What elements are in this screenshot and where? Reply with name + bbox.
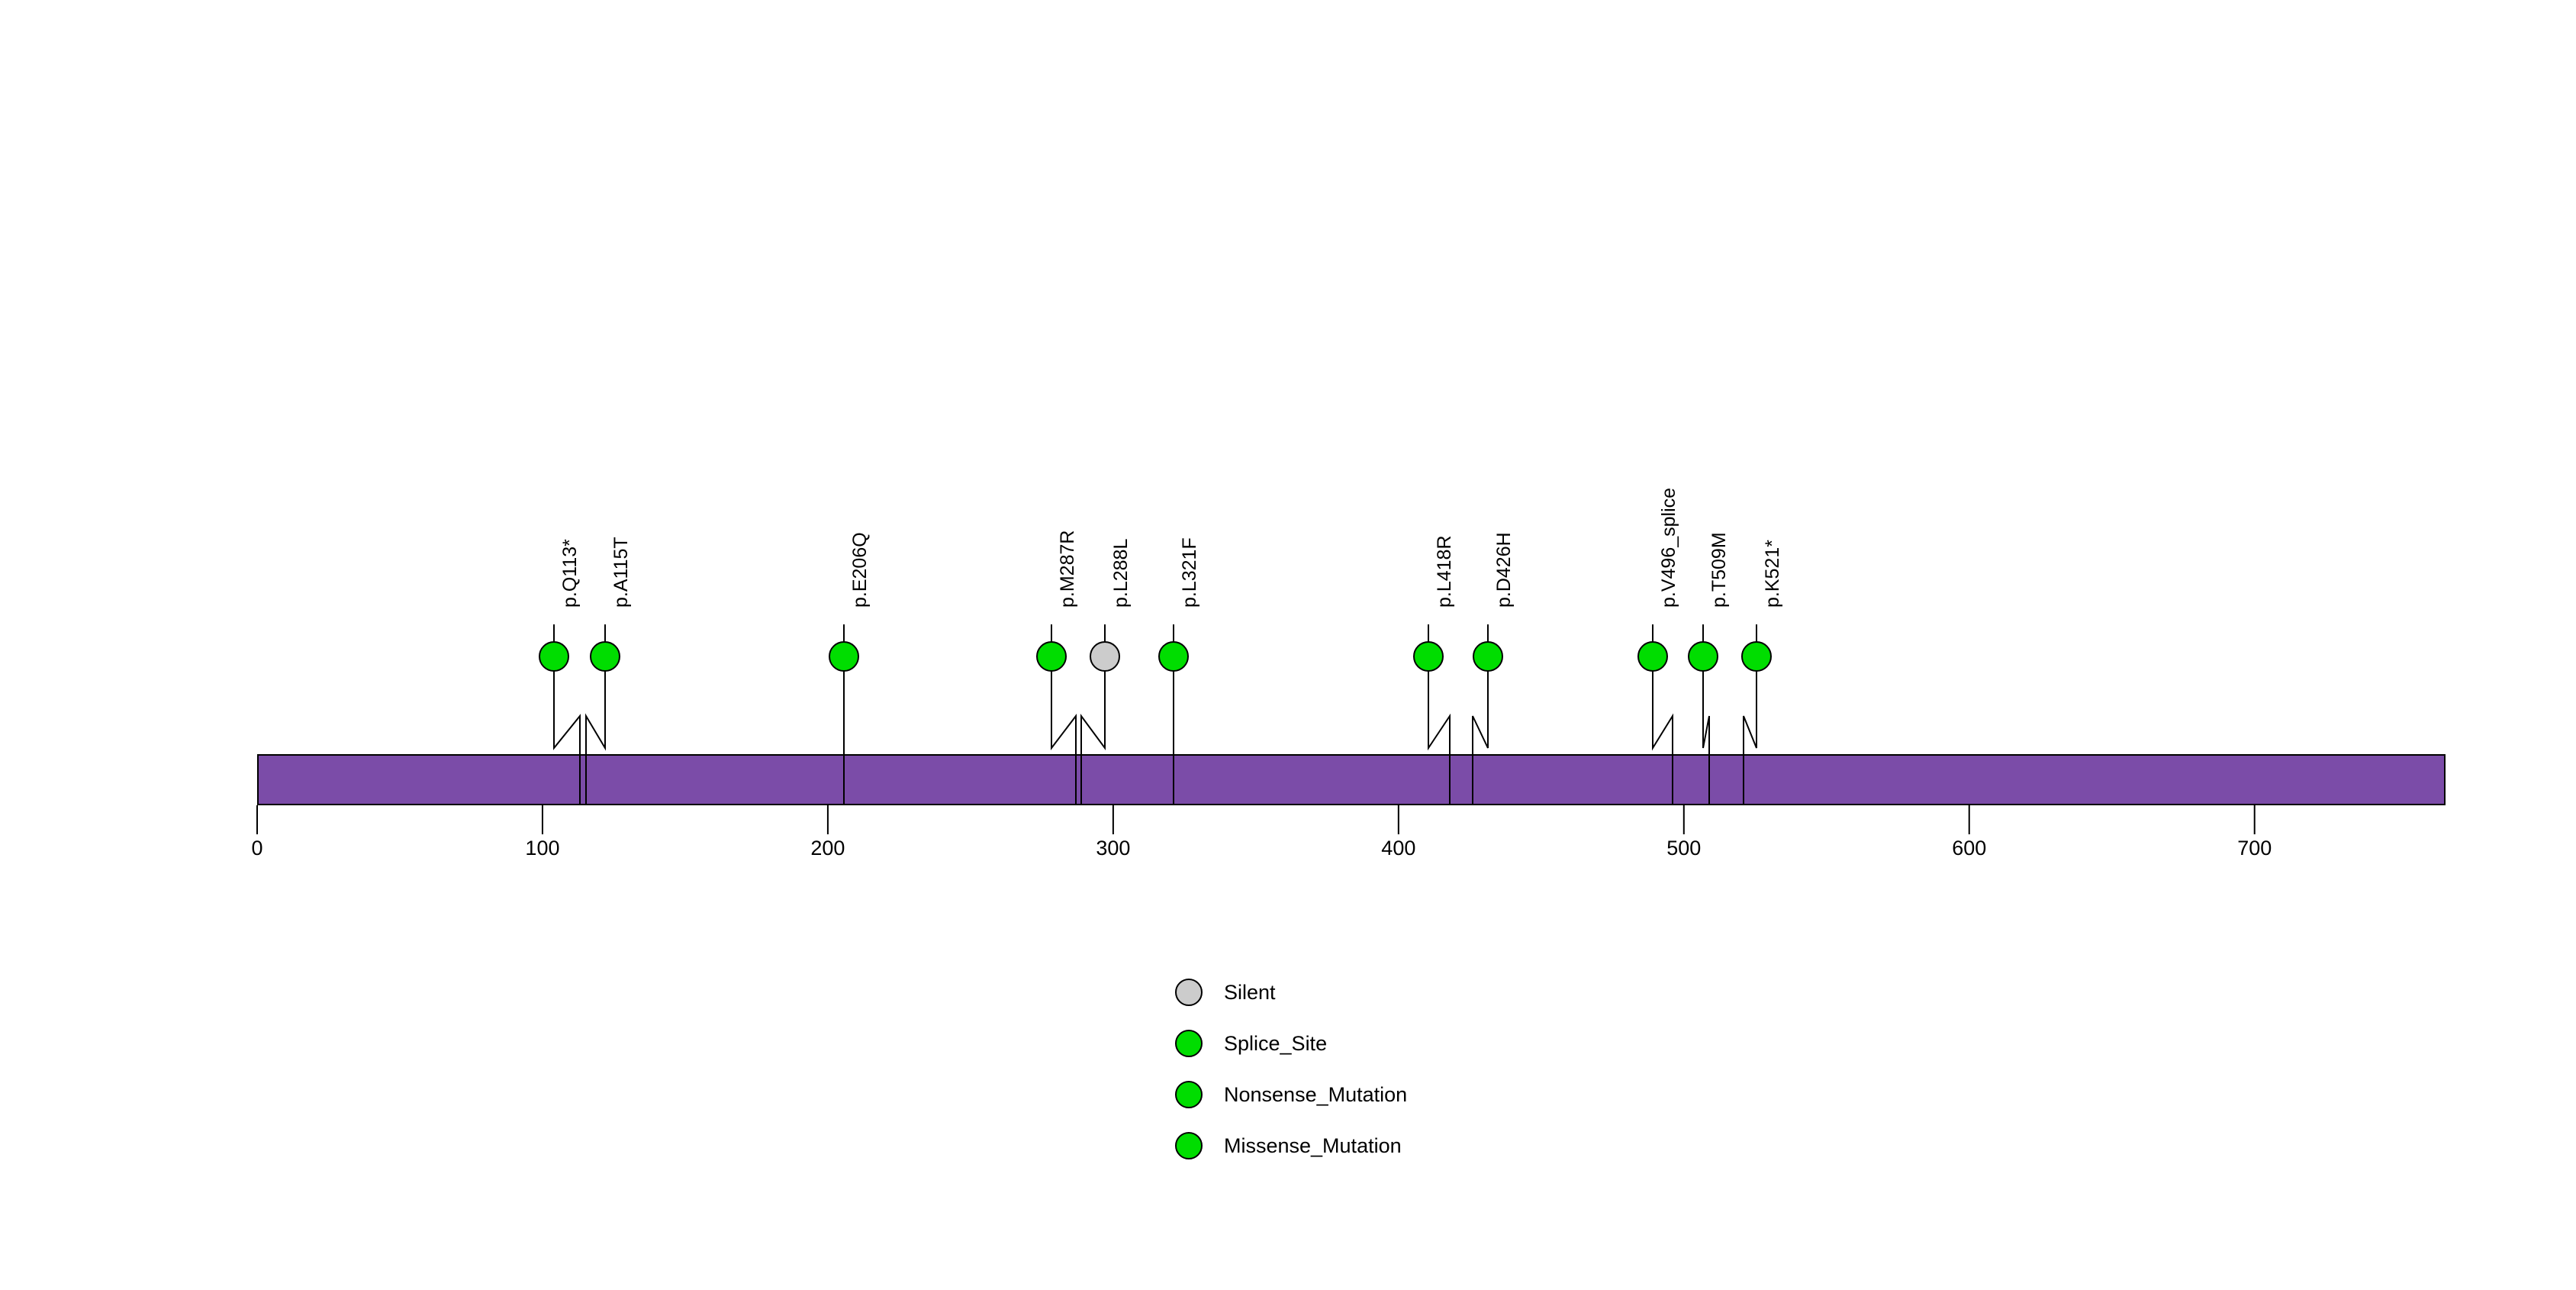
tick-label-100: 100 <box>525 837 560 859</box>
lollipop-head-p-e206q[interactable] <box>829 641 859 672</box>
tick-label-300: 300 <box>1096 837 1131 859</box>
lollipop-head-p-d426h[interactable] <box>1473 641 1503 672</box>
tick-label-400: 400 <box>1381 837 1416 859</box>
legend-label: Splice_Site <box>1224 1031 1328 1055</box>
mutation-label-p-a115t: p.A115T <box>610 537 632 608</box>
legend-swatch-icon <box>1175 1081 1203 1108</box>
lollipop-head-p-m287r[interactable] <box>1036 641 1067 672</box>
lollipop-head-p-l288l[interactable] <box>1090 641 1120 672</box>
lollipop-head-p-q113-[interactable] <box>539 641 569 672</box>
lollipop-head-p-k521-[interactable] <box>1741 641 1772 672</box>
lollipop-head-p-l321f[interactable] <box>1158 641 1189 672</box>
mutation-label-p-k521-: p.K521* <box>1762 540 1783 608</box>
legend-swatch-icon <box>1175 1132 1203 1159</box>
tick-label-600: 600 <box>1952 837 1987 859</box>
mutation-label-p-l321f: p.L321F <box>1179 537 1200 608</box>
mutation-label-p-l288l: p.L288L <box>1110 538 1132 608</box>
mutation-label-p-d426h: p.D426H <box>1493 532 1515 608</box>
legend-swatch-icon <box>1175 979 1203 1006</box>
legend-item-missense-mutation[interactable]: Missense_Mutation <box>1175 1130 1402 1161</box>
tick-label-500: 500 <box>1666 837 1702 859</box>
lollipop-head-p-t509m[interactable] <box>1688 641 1718 672</box>
legend-label: Missense_Mutation <box>1224 1134 1402 1157</box>
lollipop-head-p-l418r[interactable] <box>1413 641 1444 672</box>
mutation-label-p-m287r: p.M287R <box>1057 530 1078 608</box>
legend-item-nonsense-mutation[interactable]: Nonsense_Mutation <box>1175 1079 1407 1110</box>
mutation-label-p-t509m: p.T509M <box>1708 532 1730 608</box>
tick-label-0: 0 <box>251 837 263 859</box>
mutation-label-p-l418r: p.L418R <box>1434 535 1455 608</box>
protein-domain-0 <box>257 754 2446 805</box>
legend-swatch-icon <box>1175 1030 1203 1057</box>
legend-item-silent[interactable]: Silent <box>1175 977 1276 1008</box>
legend-label: Silent <box>1224 980 1276 1004</box>
legend-item-splice-site[interactable]: Splice_Site <box>1175 1028 1327 1059</box>
lollipop-head-p-v496-splice[interactable] <box>1637 641 1668 672</box>
mutation-label-p-v496-splice: p.V496_splice <box>1658 487 1679 608</box>
mutation-label-p-q113-: p.Q113* <box>559 539 581 608</box>
legend-label: Nonsense_Mutation <box>1224 1082 1408 1106</box>
lollipop-head-p-a115t[interactable] <box>590 641 620 672</box>
tick-label-200: 200 <box>810 837 845 859</box>
mutation-label-p-e206q: p.E206Q <box>849 532 871 608</box>
tick-label-700: 700 <box>2237 837 2272 859</box>
